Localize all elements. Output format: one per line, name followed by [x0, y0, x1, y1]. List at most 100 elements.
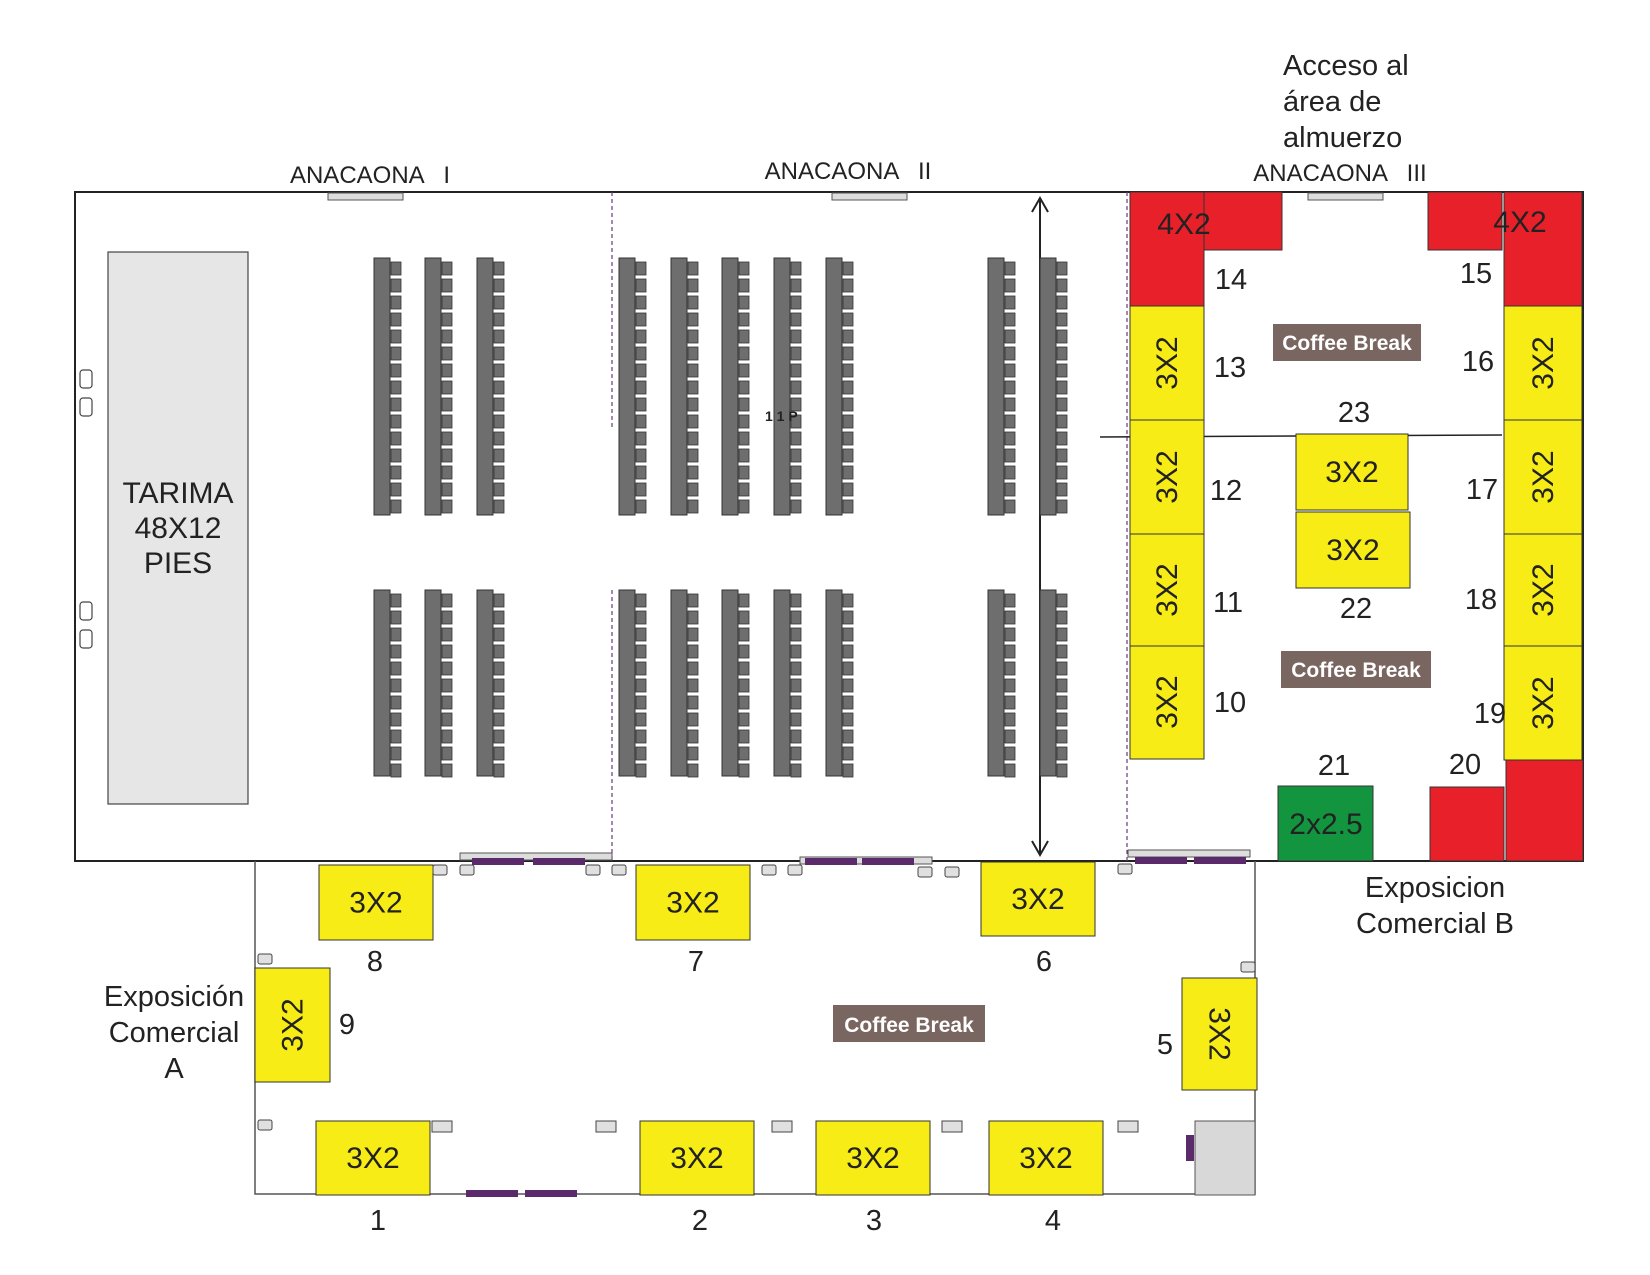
chair: [390, 380, 402, 395]
chair: [738, 261, 750, 276]
booth-5-size: 3X2: [1203, 1007, 1236, 1060]
chair: [687, 661, 699, 676]
chair: [687, 499, 699, 514]
chair: [1056, 482, 1068, 497]
chair: [493, 312, 505, 327]
chair: [790, 346, 802, 361]
booth-number-18: 18: [1465, 584, 1497, 616]
chair: [790, 746, 802, 761]
chair: [441, 627, 453, 642]
seating-row: [1039, 589, 1057, 777]
chair: [441, 678, 453, 693]
chair: [390, 295, 402, 310]
chair: [738, 627, 750, 642]
chair: [1004, 414, 1016, 429]
chair: [842, 295, 854, 310]
chair: [441, 729, 453, 744]
booth-number-16: 16: [1462, 346, 1494, 378]
chair: [635, 465, 647, 480]
chair: [1056, 278, 1068, 293]
chair: [635, 610, 647, 625]
exhibition-a-label-3: A: [164, 1053, 184, 1085]
chair: [493, 661, 505, 676]
chair: [390, 499, 402, 514]
chair: [1004, 627, 1016, 642]
chair: [441, 329, 453, 344]
chair: [635, 414, 647, 429]
seating-area: [373, 257, 1068, 778]
chair: [635, 346, 647, 361]
booth-3-size: 3X2: [846, 1142, 899, 1175]
seating-row: [373, 257, 391, 516]
chair: [687, 482, 699, 497]
seating-row: [721, 257, 739, 516]
booth-10-size: 3X2: [1151, 675, 1184, 728]
booth-number-15: 15: [1460, 258, 1492, 290]
chair: [493, 261, 505, 276]
chair: [790, 448, 802, 463]
booth-number-19: 19: [1474, 698, 1506, 730]
booth-12-size: 3X2: [1151, 450, 1184, 503]
chair: [1004, 278, 1016, 293]
stage-label-1: TARIMA: [122, 477, 233, 510]
chair: [390, 363, 402, 378]
chair: [1056, 261, 1068, 276]
booth-11-size: 3X2: [1151, 563, 1184, 616]
chair: [390, 746, 402, 761]
chair: [687, 329, 699, 344]
chair: [390, 627, 402, 642]
chair: [1056, 695, 1068, 710]
center-text: 1 1 P: [765, 408, 798, 424]
chair: [493, 499, 505, 514]
chair: [390, 593, 402, 608]
chair: [441, 499, 453, 514]
booth-21: [1277, 785, 1374, 862]
chair: [1056, 295, 1068, 310]
chair: [1056, 397, 1068, 412]
chair: [1056, 329, 1068, 344]
storage-door: [1186, 1135, 1194, 1161]
booth-number-11: 11: [1213, 587, 1243, 619]
chair: [738, 482, 750, 497]
chair: [842, 431, 854, 446]
chair: [1056, 380, 1068, 395]
chair: [493, 763, 505, 778]
chair: [441, 644, 453, 659]
chair: [738, 465, 750, 480]
chair: [842, 644, 854, 659]
chair: [441, 346, 453, 361]
chair: [1004, 482, 1016, 497]
seating-row: [476, 589, 494, 777]
coffee-break-2: Coffee Break: [1281, 651, 1431, 688]
chair: [441, 746, 453, 761]
booth-14-size: 4X2: [1157, 208, 1210, 241]
chair: [493, 346, 505, 361]
chair: [790, 465, 802, 480]
chair: [441, 448, 453, 463]
seating-row: [773, 589, 791, 777]
booth-number-22: 22: [1340, 593, 1372, 625]
chair: [390, 329, 402, 344]
seating-row: [670, 257, 688, 516]
exhibition-b-label-1: Exposicion: [1365, 872, 1505, 904]
chair: [390, 312, 402, 327]
chair: [738, 397, 750, 412]
chair: [842, 397, 854, 412]
lunch-access-2: área de: [1283, 86, 1381, 118]
chair: [390, 482, 402, 497]
chair: [790, 499, 802, 514]
seating-row: [987, 257, 1005, 516]
chair: [790, 414, 802, 429]
chair: [842, 380, 854, 395]
chair: [687, 593, 699, 608]
chair: [842, 329, 854, 344]
room-title-3: ANACAONA III: [1253, 160, 1426, 187]
chair: [441, 431, 453, 446]
chair: [790, 397, 802, 412]
chair: [635, 644, 647, 659]
chair: [687, 363, 699, 378]
chair: [635, 295, 647, 310]
chair: [687, 678, 699, 693]
booth-19-size: 3X2: [1527, 676, 1560, 729]
chair: [687, 627, 699, 642]
